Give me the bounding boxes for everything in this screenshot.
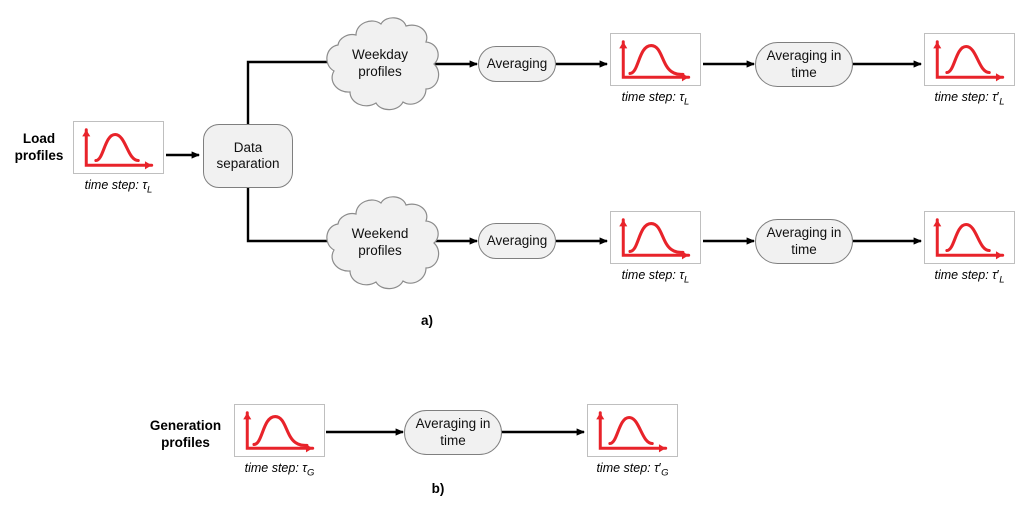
timestep-weekday-output: time step: τ′L [924,90,1015,108]
timestep-generation-profiles: time step: τG [234,461,325,479]
timestep-symbol: τ [992,268,997,282]
panel-label-b: b) [431,481,445,496]
averaging-weekend-label: Averaging [486,232,548,248]
timestep-subscript: G [306,467,315,479]
avgtime-weekday-line1: Averaging in [766,48,842,64]
chart-generation-profiles [234,404,325,457]
node-averaging-weekday[interactable]: Averaging [478,46,556,82]
timestep-subscript: L [147,184,153,196]
timestep-prime: ′ [658,461,662,475]
timestep-generation-output: time step: τ′G [587,461,678,479]
avgtime-weekend-line2: time [791,241,817,257]
timestep-load-profiles: time step: τL [73,178,164,196]
chart-weekday-output [924,33,1015,86]
load-profiles-label-line1: Load [22,131,56,146]
timestep-weekday-averaged: time step: τL [610,90,701,108]
avgtime-generation-line2: time [440,432,466,448]
node-averaging-in-time-weekend[interactable]: Averaging in time [755,219,853,264]
timestep-symbol: τ [654,461,659,475]
averaging-weekday-label: Averaging [486,55,548,71]
cloud-weekday-profiles[interactable]: Weekday profiles [316,13,444,114]
chart-right-skewed-bell [619,40,691,82]
chart-generation-output [587,404,678,457]
timestep-symbol: τ [679,90,685,104]
cloud-shape-icon [326,17,440,111]
chart-weekend-output [924,211,1015,264]
cloud-shape-icon [326,196,440,290]
avgtime-weekday-line2: time [791,64,817,80]
timestep-prefix: time step: [934,90,989,104]
load-profiles-label: Load profiles [6,131,72,165]
timestep-symbol: τ [142,178,148,192]
timestep-symbol: τ [679,268,685,282]
node-averaging-in-time-weekday[interactable]: Averaging in time [755,42,853,87]
arrow-separation-to-weekday [246,58,345,124]
timestep-prefix: time step: [84,178,139,192]
chart-symmetric-bell [933,218,1005,260]
chart-right-skewed-bell [243,411,315,453]
chart-symmetric-bell [933,40,1005,82]
timestep-prefix: time step: [244,461,299,475]
timestep-prime: ′ [996,90,1000,104]
chart-weekend-averaged [610,211,701,264]
chart-symmetric-bell [82,128,154,170]
node-averaging-in-time-generation[interactable]: Averaging in time [404,410,502,455]
arrow-separation-to-weekend [246,187,345,245]
timestep-prefix: time step: [621,90,676,104]
panel-label-a: a) [420,313,433,328]
timestep-prefix: time step: [596,461,651,475]
generation-profiles-label: Generation profiles [138,418,233,452]
timestep-symbol: τ [992,90,997,104]
avgtime-generation-line1: Averaging in [415,416,491,432]
chart-symmetric-bell [596,411,668,453]
avgtime-weekend-line1: Averaging in [766,225,842,241]
chart-right-skewed-bell [619,218,691,260]
timestep-prefix: time step: [621,268,676,282]
chart-load-profiles [73,121,164,174]
timestep-subscript: L [684,274,690,286]
node-data-separation[interactable]: Data separation [203,124,293,188]
timestep-weekend-averaged: time step: τL [610,268,701,286]
chart-weekday-averaged [610,33,701,86]
timestep-subscript: G [661,467,669,479]
cloud-weekend-profiles[interactable]: Weekend profiles [316,192,444,293]
timestep-subscript: L [999,96,1005,108]
data-separation-line2: separation [216,156,280,171]
node-averaging-weekend[interactable]: Averaging [478,223,556,259]
load-profiles-label-line2: profiles [14,147,64,163]
connector-group [166,58,922,436]
data-separation-line1: Data [233,139,263,155]
generation-profiles-line2: profiles [161,434,210,450]
timestep-prime: ′ [996,268,1000,282]
timestep-prefix: time step: [934,268,989,282]
timestep-weekend-output: time step: τ′L [924,268,1015,286]
generation-profiles-line1: Generation [149,418,222,433]
timestep-subscript: L [999,274,1005,286]
timestep-subscript: L [684,96,690,108]
timestep-symbol: τ [302,461,307,475]
